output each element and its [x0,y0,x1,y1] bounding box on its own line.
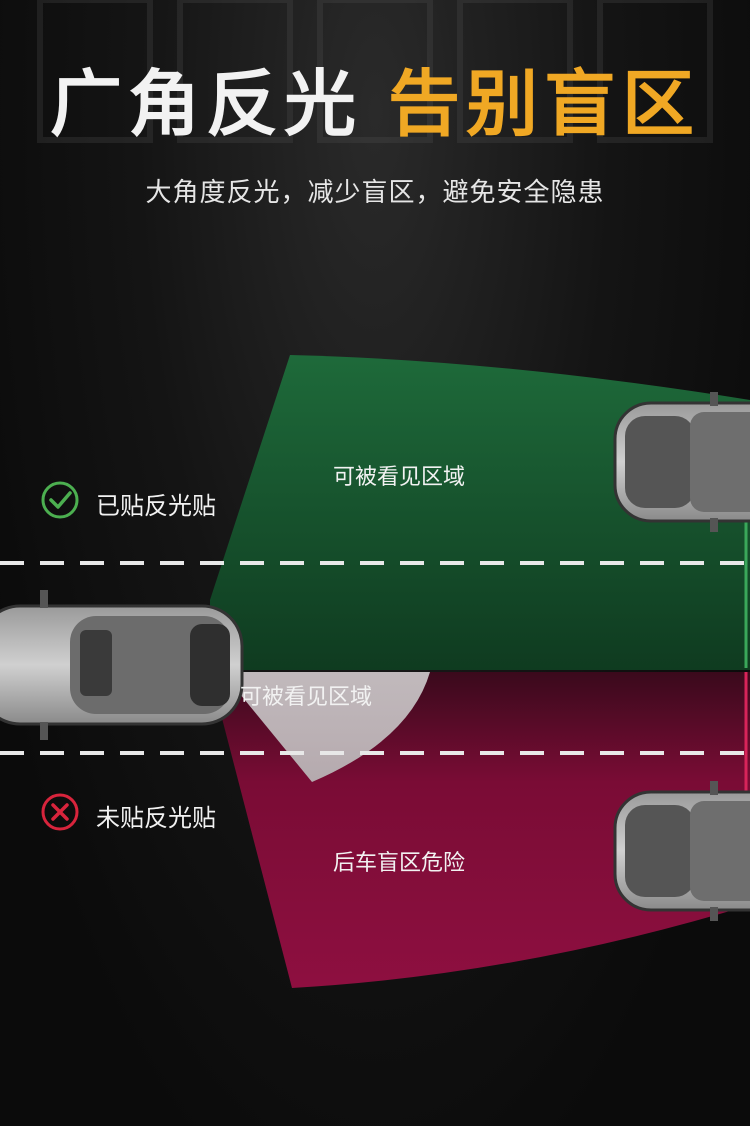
visible-zone-label-top: 可被看见区域 [333,465,466,490]
cross-circle-icon [41,793,79,831]
car-top-right [613,392,750,532]
blind-zone-label: 后车盲区危险 [333,851,466,876]
car-bottom-right [613,781,750,921]
visible-zone-label-small: 可被看见区域 [240,685,373,710]
car-main [0,590,244,740]
headline-part2: 告别盲区 [388,62,701,146]
background-window [37,0,713,143]
without-sticker-label: 未贴反光贴 [96,804,216,832]
visible-zone-small [222,672,430,782]
with-sticker-label: 已贴反光贴 [96,492,216,520]
subtitle: 大角度反光，减少盲区，避免安全隐患 [145,178,605,208]
headline-part1: 广角反光 [49,62,362,146]
headline: 广角反光告别盲区 [0,68,750,140]
check-circle-icon [41,481,79,519]
